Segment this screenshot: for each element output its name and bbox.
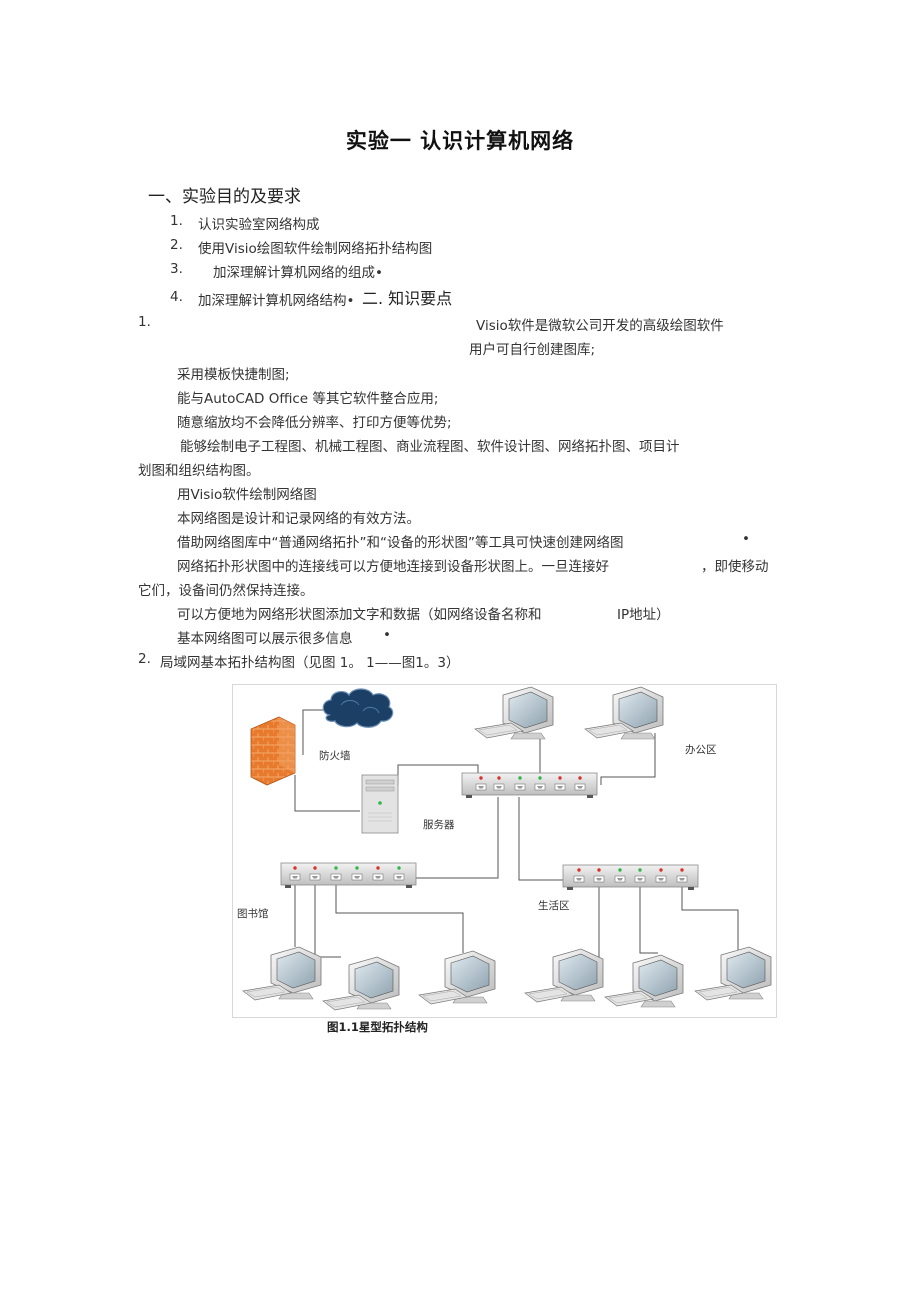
paragraph-draw-types: 能够绘制电子工程图、机械工程图、商业流程图、软件设计图、网络拓扑图、项目计	[180, 439, 680, 455]
paragraph-autocad: 能与AutoCAD Office 等其它软件整合应用;	[177, 391, 439, 407]
paragraph-add-text: 可以方便地为网络形状图添加文字和数据（如网络设备名称和	[177, 607, 542, 623]
firewall-label: 防火墙	[319, 749, 351, 762]
goal-number: 4.	[170, 289, 183, 305]
paragraph-connect: 网络拓扑形状图中的连接线可以方便地连接到设备形状图上。一旦连接好	[177, 559, 609, 575]
bullet-mark: •	[383, 627, 391, 643]
switch-icon	[562, 864, 699, 890]
firewall-icon	[250, 716, 296, 786]
visio-intro-text: Visio软件是微软公司开发的高级绘图软件	[476, 318, 724, 334]
office-label: 办公区	[685, 743, 717, 756]
library-label: 图书馆	[237, 907, 269, 920]
star-topology-diagram: 防火墙 服务器 办公区	[232, 684, 777, 1018]
paragraph-add-text-end: IP地址）	[617, 607, 670, 623]
point-number: 2.	[138, 651, 151, 667]
switch-icon	[280, 862, 417, 888]
paragraph-use-visio: 用Visio软件绘制网络图	[177, 487, 317, 503]
topology-intro-text: 局域网基本拓扑结构图（见图 1。 1——图1。3）	[160, 655, 460, 671]
goal-text: 使用Visio绘图软件绘制网络拓扑结构图	[198, 241, 433, 257]
goal-number: 1.	[170, 213, 183, 229]
goal-number: 3.	[170, 261, 183, 277]
paragraph-draw-types-cont: 划图和组织结构图。	[138, 463, 260, 479]
dorm-label: 生活区	[538, 899, 570, 912]
figure-caption: 图1.1星型拓扑结构	[327, 1020, 428, 1034]
point-number: 1.	[138, 314, 151, 330]
server-icon	[361, 774, 399, 834]
section-heading-knowledge: 二. 知识要点	[362, 289, 453, 308]
paragraph-library: 借助网络图库中“普通网络拓扑”和“设备的形状图”等工具可快速创建网络图	[177, 535, 624, 551]
topology-svg: 防火墙 服务器 办公区	[237, 686, 772, 1011]
goal-number: 2.	[170, 237, 183, 253]
section-heading-goals: 一、实验目的及要求	[148, 187, 301, 207]
bullet-mark: •	[742, 531, 750, 547]
page-title: 实验一 认识计算机网络	[345, 129, 575, 153]
goal-text: 加深理解计算机网络结构•	[198, 293, 355, 309]
visio-library-text: 用户可自行创建图库;	[469, 342, 596, 358]
goal-text: 认识实验室网络构成	[198, 217, 320, 233]
goal-text: 加深理解计算机网络的组成•	[213, 265, 383, 281]
switch-icon	[461, 772, 598, 798]
cloud-icon	[322, 688, 394, 728]
paragraph-network-map: 本网络图是设计和记录网络的有效方法。	[177, 511, 420, 527]
connection-lines	[294, 709, 739, 960]
paragraph-template: 采用模板快捷制图;	[177, 367, 290, 383]
paragraph-connect-cont: 它们，设备间仍然保持连接。	[138, 583, 314, 599]
paragraph-info: 基本网络图可以展示很多信息	[177, 631, 353, 647]
paragraph-connect-end: ，即使移动	[701, 559, 769, 575]
paragraph-zoom: 随意缩放均不会降低分辨率、打印方便等优势;	[177, 415, 452, 431]
server-label: 服务器	[423, 818, 455, 831]
